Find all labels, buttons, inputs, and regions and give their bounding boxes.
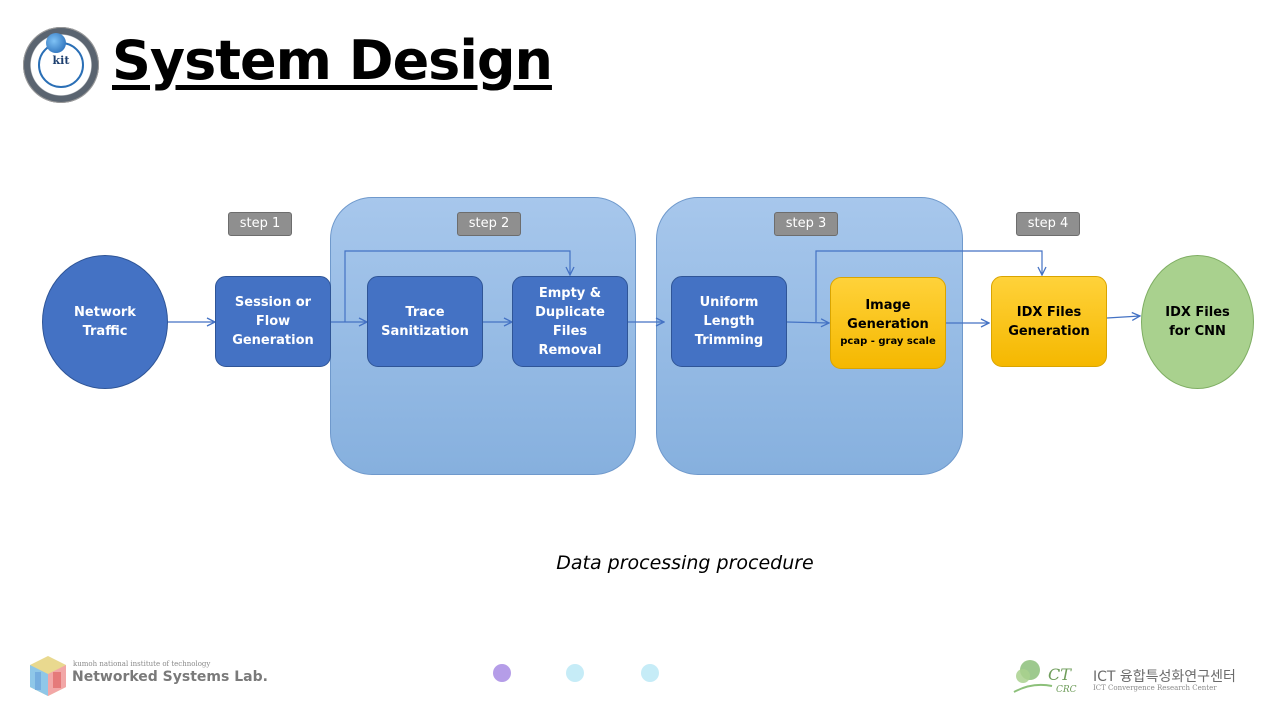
idx-cnn-label: IDX Files for CNN — [1165, 305, 1230, 339]
arrow-bypass-to-idx — [815, 250, 1042, 322]
ict-logo-text: CT — [1048, 665, 1072, 684]
empty-duplicate-removal-node: Empty & Duplicate Files Removal — [512, 276, 628, 367]
session-flow-generation-node: Session or Flow Generation — [215, 276, 331, 367]
idx-files-for-cnn-node: IDX Files for CNN — [1141, 255, 1254, 389]
uniform-length-label: Uniform Length Trimming — [694, 295, 764, 348]
kit-university-logo: kit — [23, 27, 99, 103]
image-generation-content: Image Generation pcap - gray scale — [840, 296, 935, 350]
arrow-bypass-to-empty — [344, 250, 570, 322]
lab-name: Networked Systems Lab. — [72, 669, 268, 685]
lab-institute-text: kumoh national institute of technology — [73, 660, 211, 668]
page-title: System Design — [112, 29, 553, 92]
step-2-label: step 2 — [457, 212, 521, 236]
network-traffic-node: Network Traffic — [42, 255, 168, 389]
arrow-idx-to-cnn — [1106, 316, 1140, 318]
idx-generation-label: IDX Files Generation — [1008, 304, 1090, 339]
ict-crc-logo: CT CRC — [1013, 660, 1077, 695]
image-generation-label: Image Generation — [847, 298, 929, 332]
step-4-label: step 4 — [1016, 212, 1080, 236]
ict-center-title: ICT 융합특성화연구센터 — [1093, 669, 1236, 685]
image-generation-node: Image Generation pcap - gray scale — [830, 277, 946, 369]
page-dot-2[interactable] — [566, 664, 584, 682]
idx-files-generation-node: IDX Files Generation — [991, 276, 1107, 367]
network-traffic-label: Network Traffic — [74, 305, 136, 339]
page-dot-1[interactable] — [493, 664, 511, 682]
image-generation-sublabel: pcap - gray scale — [840, 336, 936, 347]
trace-sanitization-node: Trace Sanitization — [367, 276, 483, 367]
step-3-label: step 3 — [774, 212, 838, 236]
session-flow-label: Session or Flow Generation — [232, 295, 314, 348]
diagram-caption: Data processing procedure — [556, 552, 814, 574]
arrow-uniform-to-image — [786, 322, 829, 323]
logo-kit-text: kit — [52, 54, 70, 67]
uniform-length-trimming-node: Uniform Length Trimming — [671, 276, 787, 367]
networked-systems-lab-logo — [30, 656, 66, 696]
step-1-label: step 1 — [228, 212, 292, 236]
page-dot-3[interactable] — [641, 664, 659, 682]
ict-center-subtitle: ICT Convergence Research Center — [1093, 684, 1217, 692]
logo-globe-icon — [46, 33, 66, 53]
ict-logo-subtext: CRC — [1056, 685, 1077, 695]
trace-sanitization-label: Trace Sanitization — [381, 304, 469, 339]
empty-duplicate-label: Empty & Duplicate Files Removal — [535, 285, 605, 358]
